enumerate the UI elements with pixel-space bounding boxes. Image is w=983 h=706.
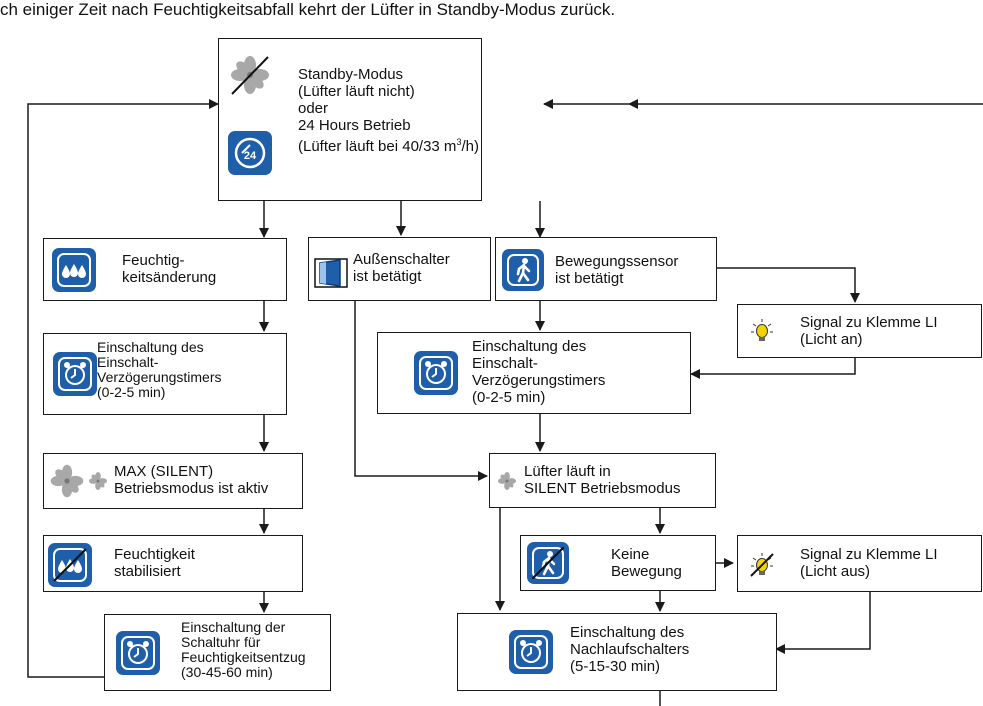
signal-off-line-1: Signal zu Klemme LI bbox=[800, 546, 938, 563]
signal-on-line-2: (Licht an) bbox=[800, 331, 863, 348]
dehumid-timer-line-1: Einschaltung der bbox=[181, 619, 286, 635]
no-motion-text: Keine Bewegung bbox=[611, 546, 682, 580]
delay-timer-right-line-2: Einschalt- bbox=[472, 355, 538, 372]
motion-sensor-line-2: ist betätigt bbox=[555, 270, 624, 287]
switch-icon bbox=[314, 256, 348, 290]
walking-person-icon bbox=[502, 249, 544, 291]
humidity-stable-text: Feuchtigkeit stabilisiert bbox=[114, 546, 195, 580]
outside-switch-line-2: ist betätigt bbox=[353, 268, 422, 285]
signal-light-on-box bbox=[737, 304, 982, 358]
signal-on-text: Signal zu Klemme LI (Licht an) bbox=[800, 314, 938, 348]
water-drops-off-icon bbox=[48, 543, 92, 587]
dehumid-timer-line-3: Feuchtigkeitsentzug bbox=[181, 649, 306, 665]
fan-large-icon bbox=[49, 463, 85, 499]
standby-line-4: 24 Hours Betrieb bbox=[298, 117, 411, 134]
overrun-timer-line-3: (5-15-30 min) bbox=[570, 658, 661, 675]
overrun-timer-text: Einschaltung des Nachlaufschalters (5-15… bbox=[570, 624, 689, 675]
dehumid-timer-text: Einschaltung der Schaltuhr für Feuchtigk… bbox=[181, 620, 306, 680]
fan-small-icon bbox=[497, 471, 517, 491]
alarm-clock-icon bbox=[116, 631, 160, 675]
max-mode-line-2: Betriebsmodus ist aktiv bbox=[114, 480, 269, 497]
silent-mode-box bbox=[489, 453, 716, 508]
light-bulb-icon bbox=[749, 318, 775, 344]
signal-on-line-1: Signal zu Klemme LI bbox=[800, 314, 938, 331]
delay-timer-left-line-3: Verzögerungstimers bbox=[97, 369, 222, 385]
delay-timer-left-text: Einschaltung des Einschalt- Verzögerungs… bbox=[97, 340, 222, 400]
silent-mode-line-2: SILENT Betriebsmodus bbox=[524, 480, 681, 497]
fan-off-icon bbox=[229, 54, 271, 96]
delay-timer-left-line-2: Einschalt- bbox=[97, 354, 159, 370]
max-mode-line-1: MAX (SILENT) bbox=[114, 463, 214, 480]
walking-person-off-icon bbox=[527, 542, 569, 584]
alarm-clock-icon bbox=[53, 352, 97, 396]
alarm-clock-icon bbox=[414, 351, 458, 395]
overrun-timer-line-2: Nachlaufschalters bbox=[570, 641, 690, 658]
signal-off-line-2: (Licht aus) bbox=[800, 563, 871, 580]
max-mode-text: MAX (SILENT) Betriebsmodus ist aktiv bbox=[114, 463, 268, 497]
overrun-timer-line-1: Einschaltung des bbox=[570, 624, 685, 641]
no-motion-line-1: Keine bbox=[611, 546, 650, 563]
clock-24h-icon: 24 bbox=[228, 131, 272, 175]
silent-mode-line-1: Lüfter läuft in bbox=[524, 463, 611, 480]
standby-line-2: (Lüfter läuft nicht) bbox=[298, 83, 415, 100]
signal-light-off-box bbox=[737, 535, 982, 592]
humidity-change-line-2: keitsänderung bbox=[122, 269, 217, 286]
dehumid-timer-line-2: Schaltuhr für bbox=[181, 634, 261, 650]
motion-sensor-text: Bewegungssensor ist betätigt bbox=[555, 253, 678, 287]
standby-line-1: Standby-Modus bbox=[298, 66, 404, 83]
humidity-stable-line-1: Feuchtigkeit bbox=[114, 546, 195, 563]
outside-switch-text: Außenschalter ist betätigt bbox=[353, 251, 450, 285]
standby-line-3: oder bbox=[298, 100, 329, 117]
diagram-caption: ch einiger Zeit nach Feuchtigkeitsabfall… bbox=[0, 0, 616, 19]
water-drops-icon bbox=[52, 248, 96, 292]
standby-text: Standby-Modus (Lüfter läuft nicht) oder … bbox=[298, 66, 479, 155]
delay-timer-right-text: Einschaltung des Einschalt- Verzögerungs… bbox=[472, 338, 605, 406]
alarm-clock-icon bbox=[509, 630, 553, 674]
delay-timer-left-line-1: Einschaltung des bbox=[97, 339, 204, 355]
delay-timer-right-line-1: Einschaltung des bbox=[472, 338, 587, 355]
svg-text:24: 24 bbox=[244, 150, 257, 162]
max-mode-box bbox=[43, 453, 303, 509]
outside-switch-line-1: Außenschalter bbox=[353, 251, 450, 268]
humidity-change-line-1: Feuchtig- bbox=[122, 252, 185, 269]
silent-mode-text: Lüfter läuft in SILENT Betriebsmodus bbox=[524, 463, 680, 497]
delay-timer-right-line-4: (0-2-5 min) bbox=[472, 389, 546, 406]
light-bulb-off-icon bbox=[749, 552, 775, 578]
fan-small-icon bbox=[88, 471, 108, 491]
delay-timer-left-line-4: (0-2-5 min) bbox=[97, 384, 166, 400]
humidity-stable-line-2: stabilisiert bbox=[114, 563, 181, 580]
motion-sensor-line-1: Bewegungssensor bbox=[555, 253, 679, 270]
standby-line-5: (Lüfter läuft bei 40/33 m3/h) bbox=[298, 137, 479, 155]
no-motion-line-2: Bewegung bbox=[611, 563, 682, 580]
humidity-change-text: Feuchtig- keitsänderung bbox=[122, 252, 216, 286]
signal-off-text: Signal zu Klemme LI (Licht aus) bbox=[800, 546, 938, 580]
delay-timer-right-line-3: Verzögerungstimers bbox=[472, 372, 606, 389]
dehumid-timer-line-4: (30-45-60 min) bbox=[181, 664, 273, 680]
